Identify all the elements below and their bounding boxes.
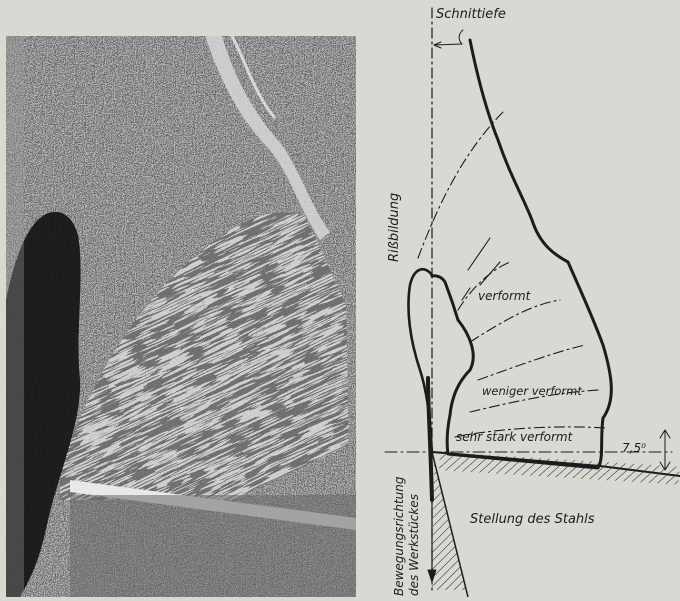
label-less-deformed: weniger verformt xyxy=(482,386,582,398)
label-deformed: verformt xyxy=(478,290,530,302)
label-movement-direction: Bewegungsrichtung xyxy=(393,476,405,596)
schematic-drawing xyxy=(385,8,680,597)
chip-outline xyxy=(432,40,611,468)
label-cut-depth: Schnittiefe xyxy=(436,8,506,21)
label-very-deformed: sehr stark verformt xyxy=(456,431,572,443)
label-movement-workpiece: des Werkstückes xyxy=(408,494,420,596)
micrograph-photo xyxy=(0,36,401,597)
label-angle: 7,5⁰ xyxy=(622,442,646,454)
label-crack-formation: Rißbildung xyxy=(388,193,401,262)
label-tool-position: Stellung des Stahls xyxy=(470,513,595,526)
